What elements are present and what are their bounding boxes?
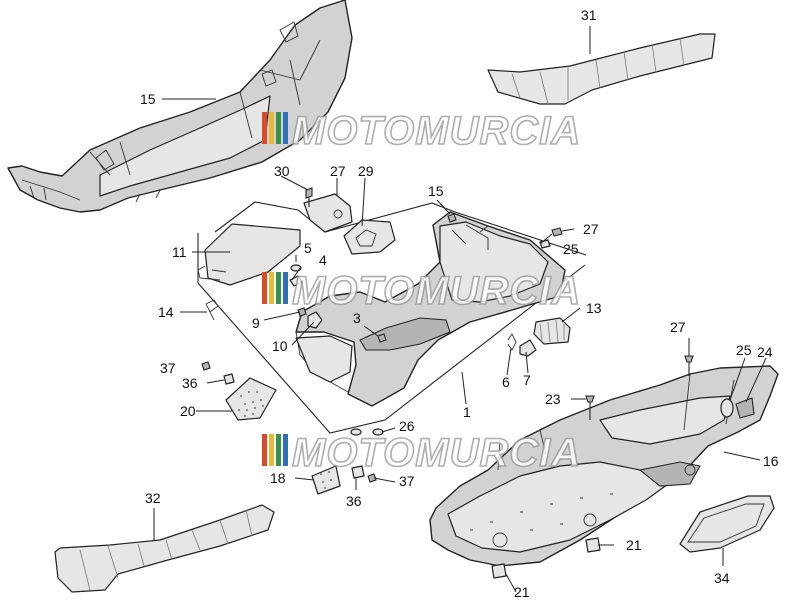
watermark-top: MOTOMURCIA bbox=[262, 108, 581, 154]
label-part-17: 15 bbox=[140, 91, 156, 107]
label-part-36-upper: 36 bbox=[182, 375, 198, 391]
label-part-33: 32 bbox=[145, 490, 161, 506]
part-27-clip-upper bbox=[539, 239, 551, 249]
part-37-screw-lower bbox=[367, 473, 377, 483]
part-37-screw-upper bbox=[201, 361, 211, 371]
label-part-35: 34 bbox=[714, 570, 730, 586]
label-part-25: 25 bbox=[736, 342, 752, 358]
part-15-screw bbox=[447, 213, 457, 223]
part-18-small-grille bbox=[311, 465, 341, 495]
label-part-20: 21 bbox=[514, 584, 530, 600]
label-part-11: 11 bbox=[172, 244, 187, 260]
label-part-32: 30 bbox=[274, 163, 290, 179]
part-23-screw bbox=[585, 395, 595, 420]
part-13-clip-block bbox=[533, 317, 571, 345]
part-31-inner-plate bbox=[343, 219, 396, 255]
part-1-leg-shield bbox=[295, 211, 566, 407]
label-part-36-lower: 36 bbox=[346, 493, 362, 509]
label-part-13: 13 bbox=[586, 300, 602, 316]
label-part-6: 6 bbox=[502, 374, 510, 390]
label-part-1: 1 bbox=[463, 404, 471, 420]
part-29-screw bbox=[551, 227, 575, 237]
label-part-23: 23 bbox=[545, 391, 561, 407]
label-part-15: 15 bbox=[428, 183, 444, 199]
label-part-27-lower: 26 bbox=[399, 418, 415, 434]
label-part-7: 7 bbox=[523, 372, 531, 388]
label-part-26: 27 bbox=[670, 319, 686, 335]
part-30-cover bbox=[303, 193, 353, 233]
svg-text:MOTOMURCIA: MOTOMURCIA bbox=[292, 269, 581, 313]
part-36-clip-lower bbox=[351, 465, 365, 479]
part-25-washer bbox=[720, 398, 734, 418]
label-part-19: 20 bbox=[180, 403, 196, 419]
label-part-37-upper: 37 bbox=[160, 360, 176, 376]
part-6-spring bbox=[507, 333, 517, 351]
svg-text:MOTOMURCIA: MOTOMURCIA bbox=[292, 109, 581, 153]
part-34-floor-mat-strip bbox=[487, 33, 716, 105]
part-17-side-fairing bbox=[7, 0, 353, 213]
part-19-grille-plate bbox=[225, 377, 277, 421]
label-part-27-upper: 25 bbox=[563, 241, 579, 257]
leader-lines bbox=[153, 26, 767, 593]
part-3-screw bbox=[377, 333, 387, 343]
label-part-37-lower: 37 bbox=[399, 473, 415, 489]
label-part-29: 27 bbox=[583, 221, 599, 237]
label-part-10: 10 bbox=[272, 338, 288, 354]
label-part-5: 5 bbox=[304, 240, 312, 256]
svg-text:MOTOMURCIA: MOTOMURCIA bbox=[292, 431, 581, 475]
watermark-bottom: MOTOMURCIA bbox=[262, 430, 581, 476]
part-9-screw bbox=[297, 307, 307, 317]
part-35-oval-cover bbox=[679, 495, 775, 553]
label-part-3: 3 bbox=[353, 310, 361, 326]
part-27-clip-lower bbox=[350, 428, 384, 436]
label-part-18: 18 bbox=[270, 470, 286, 486]
part-number-labels: 15 31 11 14 9 10 5 4 30 27 29 3 15 27 25… bbox=[140, 7, 779, 600]
label-part-31: 29 bbox=[358, 163, 374, 179]
label-part-16: 16 bbox=[763, 453, 779, 469]
part-16-floor-panel bbox=[429, 365, 779, 567]
part-7-clip bbox=[519, 339, 537, 357]
label-part-24: 24 bbox=[757, 344, 773, 360]
label-part-34: 31 bbox=[581, 7, 597, 23]
label-part-4: 4 bbox=[319, 252, 327, 268]
part-21-clip bbox=[585, 537, 601, 553]
part-20-clip bbox=[491, 563, 507, 579]
part-33-floor-mat-strip bbox=[54, 504, 275, 593]
watermark-middle: MOTOMURCIA bbox=[262, 268, 581, 314]
part-14-spring-clip bbox=[205, 299, 219, 321]
part-32-screw bbox=[305, 187, 313, 207]
label-part-9: 9 bbox=[252, 315, 260, 331]
part-11-glovebox-lid bbox=[197, 223, 301, 286]
part-36-clip-upper bbox=[223, 373, 235, 385]
label-part-21: 21 bbox=[626, 537, 642, 553]
label-part-14: 14 bbox=[158, 304, 174, 320]
label-part-30: 27 bbox=[330, 163, 346, 179]
part-26-screw bbox=[684, 355, 694, 376]
